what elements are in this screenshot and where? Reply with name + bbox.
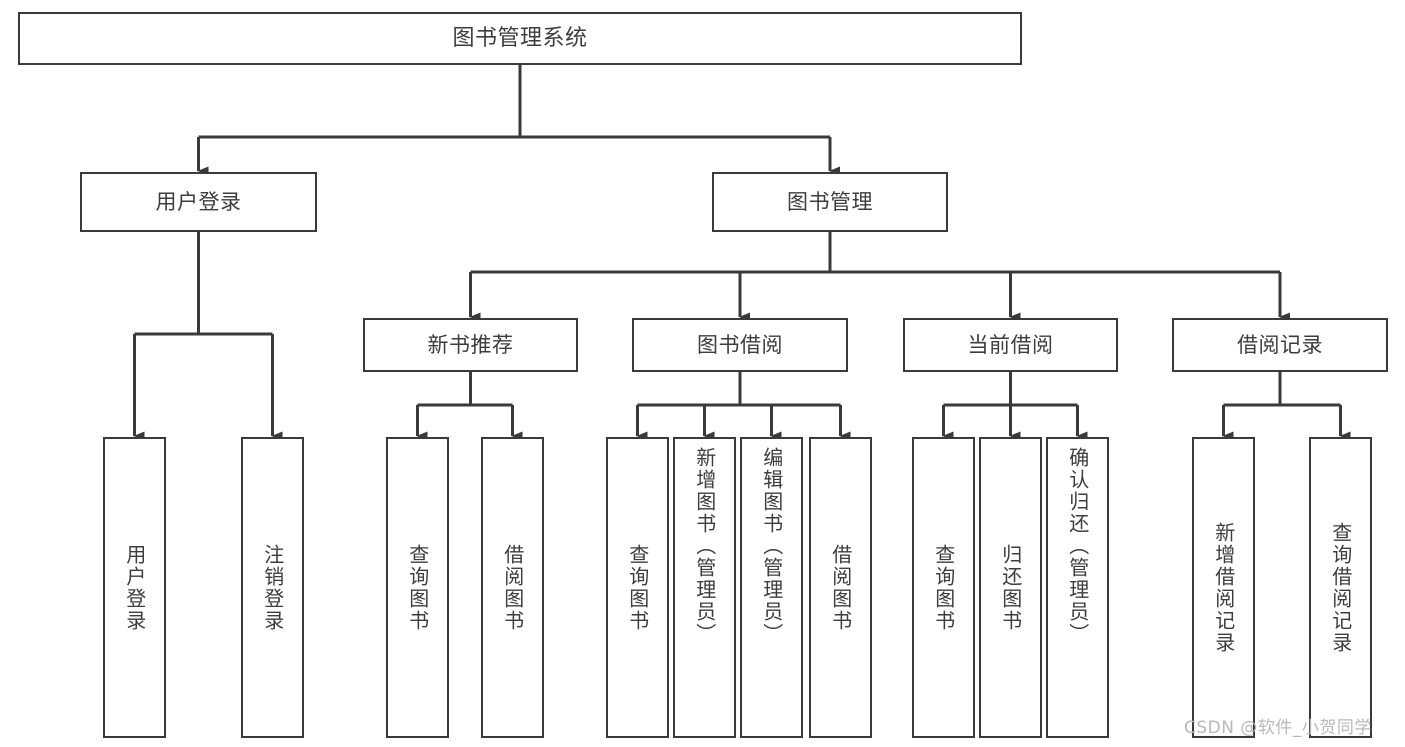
- node-label: 新增图书（管理员）: [692, 447, 717, 645]
- edge-group: [133, 65, 1351, 441]
- node-leaf-borrow-book-recommend[interactable]: 借阅图书: [481, 437, 544, 738]
- node-label: 新增借阅记录: [1211, 521, 1236, 654]
- node-label: 图书管理: [787, 189, 873, 214]
- node-label: 确认归还（管理员）: [1065, 447, 1090, 645]
- node-leaf-return-book[interactable]: 归还图书: [979, 437, 1042, 738]
- node-leaf-query-book-current[interactable]: 查询图书: [912, 437, 975, 738]
- node-leaf-confirm-return[interactable]: 确认归还（管理员）: [1046, 437, 1109, 738]
- node-leaf-borrow-book[interactable]: 借阅图书: [809, 437, 872, 738]
- node-leaf-user-logout[interactable]: 注销登录: [241, 437, 304, 738]
- node-label: 用户登录: [155, 189, 242, 214]
- node-root[interactable]: 图书管理系统: [18, 12, 1022, 65]
- node-book-management[interactable]: 图书管理: [712, 172, 948, 232]
- node-label: 图书管理系统: [452, 25, 588, 51]
- node-label: 查询图书: [625, 543, 650, 632]
- node-leaf-query-borrow-record[interactable]: 查询借阅记录: [1309, 437, 1372, 738]
- node-label: 注销登录: [260, 543, 285, 632]
- node-leaf-add-book[interactable]: 新增图书（管理员）: [673, 437, 736, 738]
- node-label: 查询图书: [931, 543, 956, 632]
- node-borrow-record[interactable]: 借阅记录: [1172, 318, 1388, 372]
- node-label: 用户登录: [122, 543, 147, 632]
- node-leaf-query-book-borrow[interactable]: 查询图书: [606, 437, 669, 738]
- node-leaf-query-book-recommend[interactable]: 查询图书: [386, 437, 449, 738]
- node-label: 归还图书: [998, 543, 1023, 632]
- node-leaf-user-login[interactable]: 用户登录: [103, 437, 166, 738]
- node-leaf-edit-book[interactable]: 编辑图书（管理员）: [740, 437, 803, 738]
- node-label: 查询图书: [405, 543, 430, 632]
- node-book-borrow[interactable]: 图书借阅: [632, 318, 848, 372]
- node-new-book-recommend[interactable]: 新书推荐: [363, 318, 578, 372]
- node-label: 编辑图书（管理员）: [759, 447, 784, 645]
- node-label: 借阅图书: [500, 543, 525, 632]
- node-label: 新书推荐: [427, 332, 514, 357]
- node-label: 查询借阅记录: [1328, 521, 1353, 654]
- node-user-login[interactable]: 用户登录: [80, 172, 317, 232]
- node-current-borrow[interactable]: 当前借阅: [903, 318, 1118, 372]
- node-label: 借阅图书: [828, 543, 853, 632]
- node-label: 当前借阅: [967, 332, 1054, 357]
- node-label: 图书借阅: [697, 332, 783, 357]
- node-label: 借阅记录: [1237, 332, 1323, 357]
- watermark-text: CSDN @软件_小贺同学: [1184, 718, 1372, 738]
- node-leaf-add-borrow-record[interactable]: 新增借阅记录: [1192, 437, 1255, 738]
